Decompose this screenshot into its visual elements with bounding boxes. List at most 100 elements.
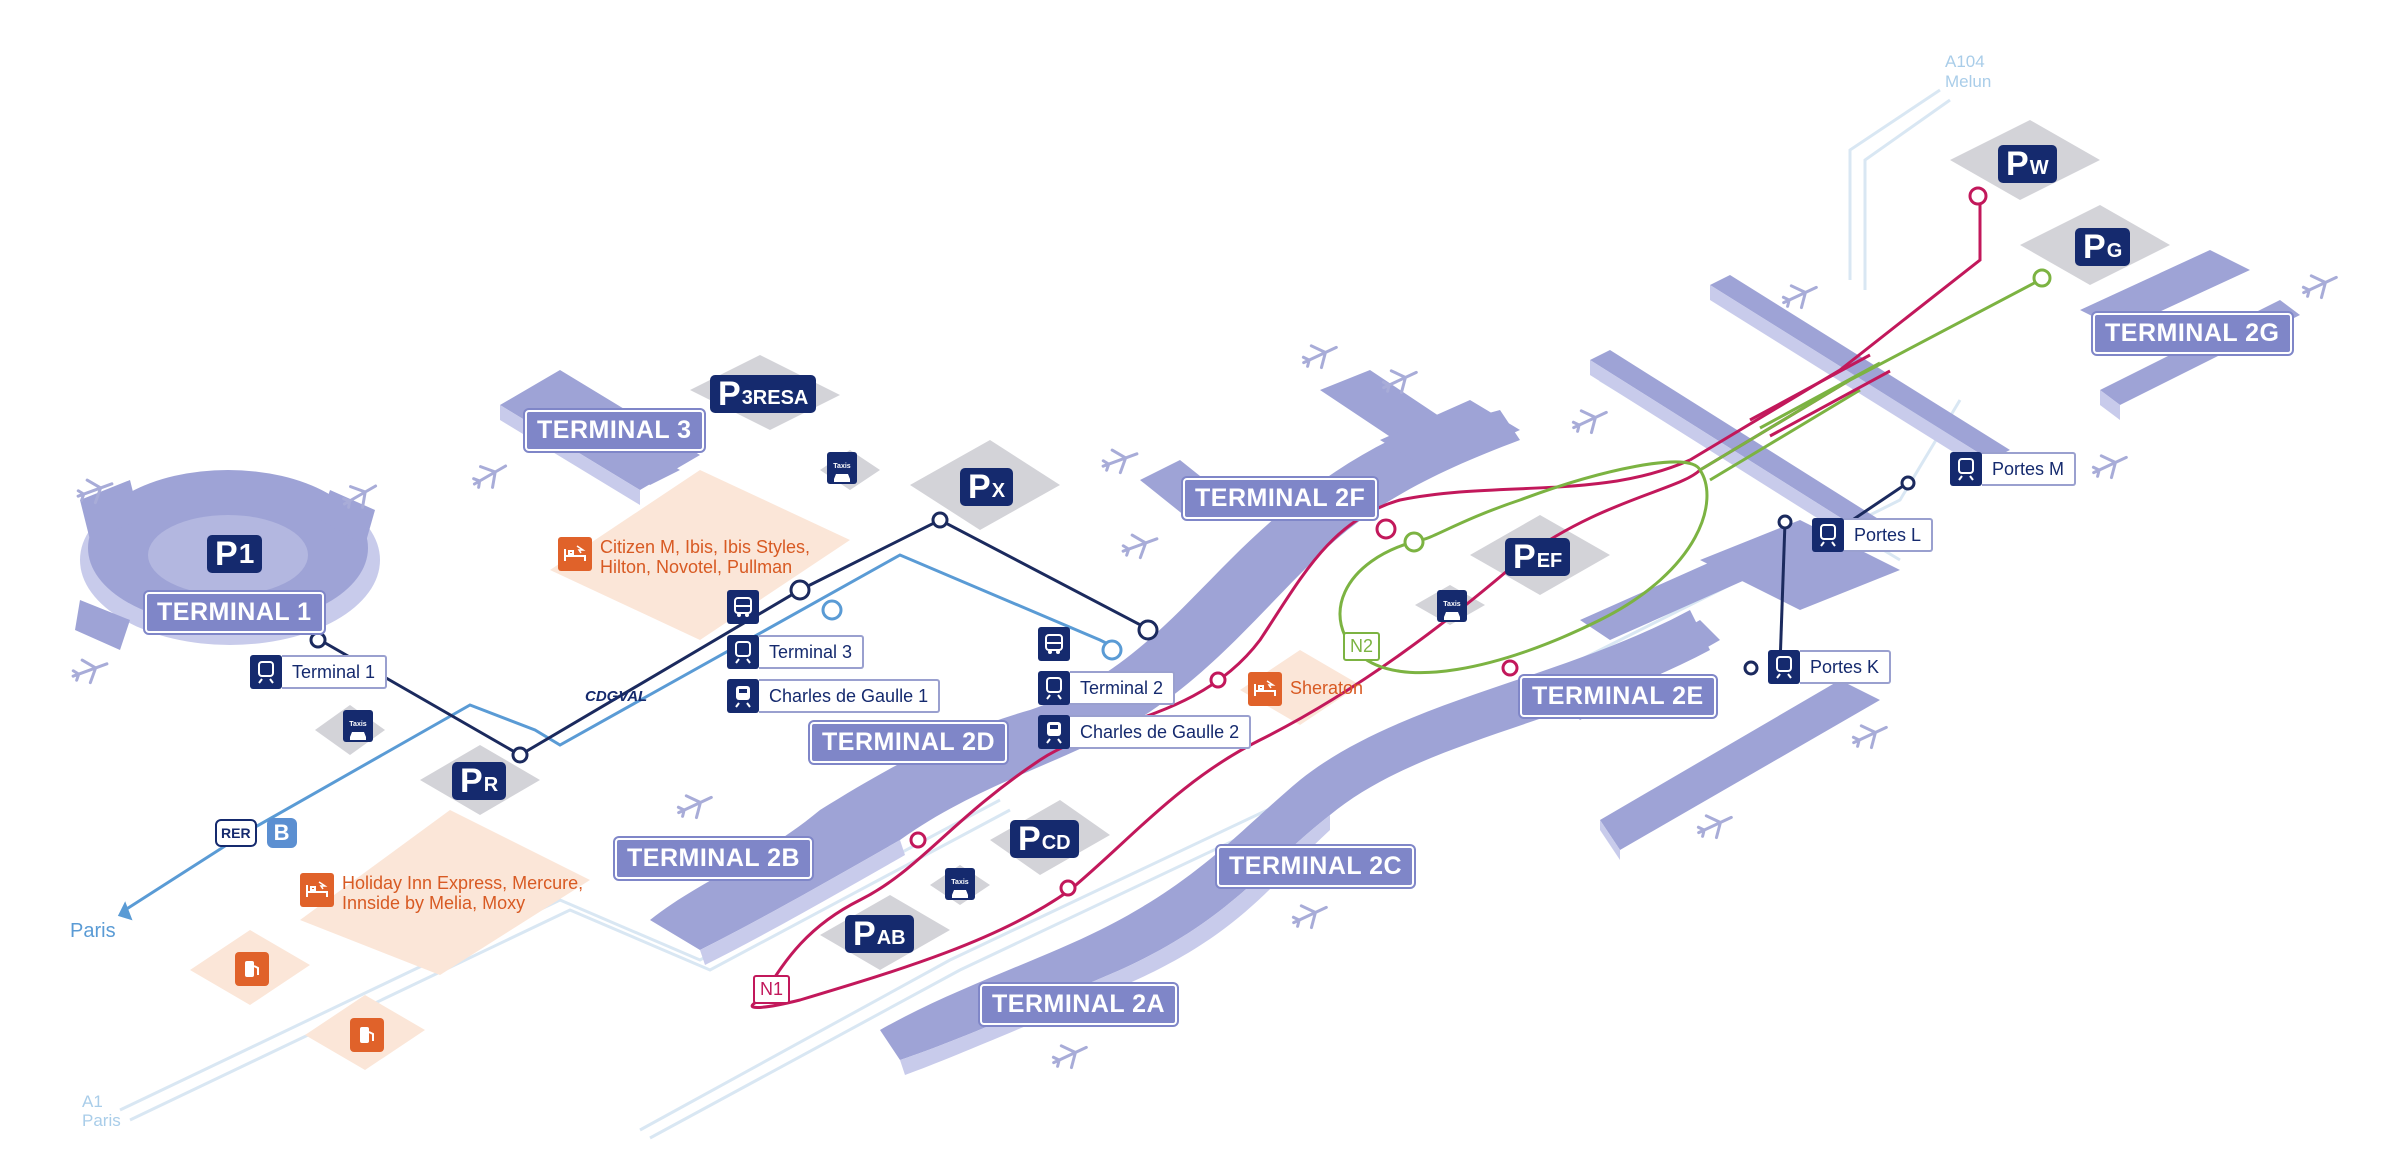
terminal-2b-label: TERMINAL 2B (615, 838, 813, 879)
train-icon (1768, 650, 1800, 684)
parking-suffix: EF (1536, 550, 1563, 572)
station-label: Portes K (1800, 650, 1892, 684)
train-icon (1812, 518, 1844, 552)
a104-road: A104 (1945, 52, 1985, 71)
hotel-names-line-1: Citizen M, Ibis, Ibis Styles, (600, 537, 811, 557)
bus-icon (727, 590, 759, 624)
station-terminal-2[interactable]: Terminal 2 (1038, 671, 1176, 705)
parking-suffix: G (2106, 240, 2123, 262)
hotel-bed-icon (558, 537, 592, 571)
satellite-connector-stops (1743, 475, 1916, 676)
cdgval-label: CDGVAL (585, 688, 648, 705)
taxi-icon: Taxis (1437, 590, 1467, 622)
hotel-cluster-rer[interactable]: Holiday Inn Express, Mercure,Innside by … (300, 873, 583, 913)
station-label: Portes L (1844, 518, 1934, 552)
parking-letter: P (718, 375, 741, 413)
rer-stations (821, 599, 1123, 661)
station-label: Charles de Gaulle 2 (1070, 715, 1252, 749)
hotel-names-line-2: Innside by Melia, Moxy (342, 893, 526, 913)
station-cdg-1[interactable]: Charles de Gaulle 1 (727, 679, 941, 713)
station-portes-l[interactable]: Portes L (1812, 518, 1934, 552)
taxi-icon: Taxis (343, 710, 373, 742)
rer-line-b: B (266, 818, 297, 848)
terminal-1-label: TERMINAL 1 (145, 592, 324, 633)
rer-b-marker[interactable]: RER B (215, 818, 297, 848)
bus-stop-terminal-2[interactable] (1038, 627, 1070, 661)
taxi-label: Taxis (833, 463, 851, 470)
cdgval-stations (309, 511, 1159, 764)
train-icon (1950, 452, 1982, 486)
rer-logo: RER (215, 819, 257, 847)
station-terminal-1[interactable]: Terminal 1 (250, 655, 388, 689)
parking-suffix: X (991, 480, 1006, 502)
hotel-sheraton[interactable]: Sheraton (1248, 672, 1363, 706)
terminal-2e-building (1560, 520, 1900, 860)
taxi-label: Taxis (349, 721, 367, 728)
station-label: Terminal 2 (1070, 671, 1176, 705)
taxi-label: Taxis (1443, 601, 1461, 608)
a1-road: A1 (82, 1092, 103, 1111)
n2-tag: N2 (1343, 632, 1381, 661)
parking-letter: P (1513, 538, 1536, 576)
station-label: Portes M (1982, 452, 2077, 486)
train-icon (1038, 671, 1070, 705)
terminal-2c-label: TERMINAL 2C (1217, 846, 1415, 887)
hotel-names-line-1: Sheraton (1290, 678, 1364, 698)
n1-tag: N1 (753, 975, 791, 1004)
train-icon (250, 655, 282, 689)
hotel-names: Holiday Inn Express, Mercure,Innside by … (342, 873, 583, 913)
terminal-2g-label: TERMINAL 2G (2093, 313, 2292, 354)
station-portes-m[interactable]: Portes M (1950, 452, 2077, 486)
rer-train-icon (727, 679, 759, 713)
hotel-names: Sheraton (1290, 678, 1363, 698)
parking-suffix: CD (1041, 832, 1071, 854)
parking-suffix: AB (876, 927, 906, 949)
satellite-shuttle-tracks (1749, 353, 1891, 438)
taxi-icon: Taxis (945, 868, 975, 900)
station-terminal-3[interactable]: Terminal 3 (727, 635, 865, 669)
parking-letter: P (215, 535, 238, 573)
station-label: Terminal 1 (282, 655, 388, 689)
terminal-2-south (880, 610, 1710, 1075)
terminal-2d-label: TERMINAL 2D (810, 722, 1008, 763)
taxi-icon: Taxis (827, 452, 857, 484)
station-portes-k[interactable]: Portes K (1768, 650, 1892, 684)
n2-stations (1403, 268, 2052, 553)
parking-suffix: 1 (238, 538, 255, 569)
rer-train-icon (1038, 715, 1070, 749)
terminal-2a-label: TERMINAL 2A (980, 984, 1178, 1025)
hotel-cluster-terminal-3[interactable]: Citizen M, Ibis, Ibis Styles,Hilton, Nov… (558, 537, 810, 577)
hotel-names-line-1: Holiday Inn Express, Mercure, (342, 873, 584, 893)
bus-stop-terminal-3[interactable] (727, 590, 759, 624)
fuel-station-icon (235, 952, 269, 986)
fuel-station-icon (350, 1018, 384, 1052)
paris-label: Paris (70, 920, 116, 942)
parking-letter: P (1018, 820, 1041, 858)
bus-icon (1038, 627, 1070, 661)
station-cdg-2[interactable]: Charles de Gaulle 2 (1038, 715, 1252, 749)
terminal-2f-label: TERMINAL 2F (1183, 478, 1378, 519)
a104-destination: Melun (1945, 72, 1992, 91)
terminal-2e-label: TERMINAL 2E (1520, 676, 1716, 717)
parking-letter: P (2083, 228, 2106, 266)
parking-letter: P (460, 762, 483, 800)
parking-suffix: 3RESA (741, 387, 809, 409)
station-label: Terminal 3 (759, 635, 865, 669)
taxi-label: Taxis (951, 879, 969, 886)
parking-letter: P (968, 468, 991, 506)
hotel-names: Citizen M, Ibis, Ibis Styles,Hilton, Nov… (600, 537, 810, 577)
hotel-names-line-2: Hilton, Novotel, Pullman (600, 557, 793, 577)
satellite-buildings (1590, 250, 2300, 545)
